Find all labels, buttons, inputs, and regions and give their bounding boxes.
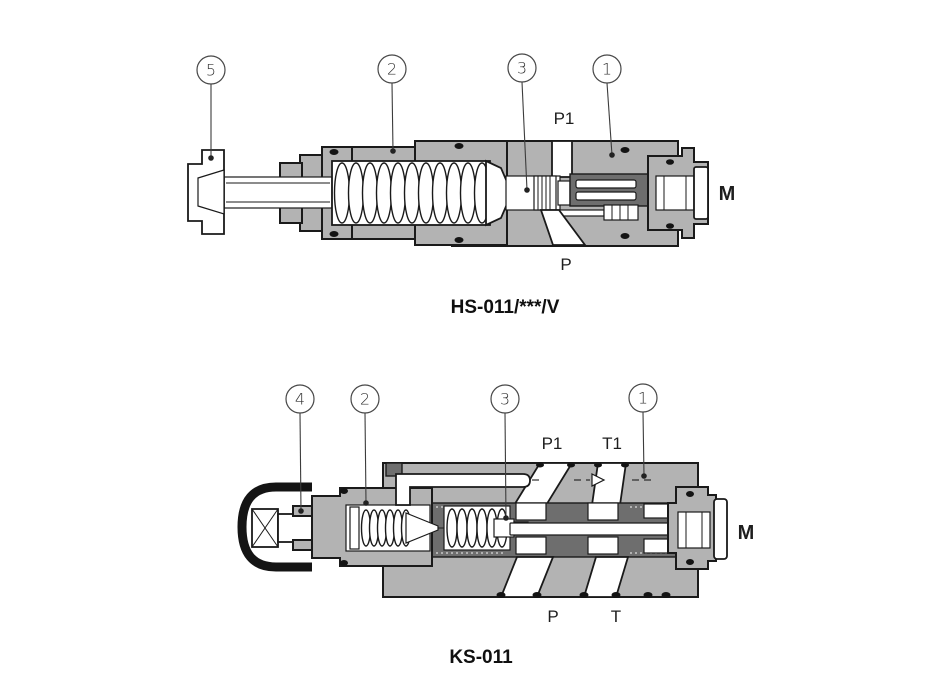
hs-callout-5: 5 [196, 55, 226, 161]
balloon-circle [350, 384, 380, 414]
balloon-circle [592, 54, 622, 84]
hs-o-ring-seals [329, 143, 674, 243]
hs-callouts: 5 2 3 1 [196, 53, 622, 193]
ks-spool-rod [509, 522, 671, 536]
hs-p1-channel [551, 140, 573, 178]
balloon-number: 5 [206, 61, 216, 80]
balloon-circle [196, 55, 226, 85]
ks-cone-poppet [405, 512, 439, 544]
balloon-circle [377, 54, 407, 84]
balloon-circle [507, 53, 537, 83]
balloon-number: 3 [500, 390, 510, 409]
hs-port-m-label: M [719, 183, 736, 205]
ks-plug-cap-ring [713, 498, 728, 560]
ks-port-t-label: T [611, 607, 621, 626]
ks-adjust-screw-cross [251, 508, 279, 548]
ks-valve-body [237, 462, 728, 598]
hs-piston [533, 175, 557, 211]
balloon-circle [285, 384, 315, 414]
hs-caption: HS-011/***/V [451, 297, 560, 318]
hs-callout-1: 1 [592, 54, 622, 158]
hs-knob-cone [197, 169, 225, 215]
hs-piston-rings [537, 176, 551, 210]
ks-callout-1: 1 [628, 383, 658, 479]
hs-port-p1-label: P1 [554, 109, 575, 128]
balloon-number: 4 [295, 390, 305, 409]
hs-pilot-sleeve [569, 173, 649, 207]
hs-check-valve [603, 204, 639, 221]
hs-pilot-drilling-top [575, 179, 637, 189]
ks-diagram: 4 2 3 1 P1 T1 P T [237, 383, 755, 668]
ks-sleeve-windows [515, 502, 671, 555]
hs-spool-collar [557, 180, 571, 206]
hs-valve-body [187, 140, 709, 247]
ks-spring-plate [349, 506, 360, 550]
ks-port-p1-label: P1 [542, 434, 563, 453]
hs-plug-socket [655, 175, 695, 211]
ks-callouts: 4 2 3 1 [285, 383, 658, 521]
ks-pilot-pocket [591, 473, 606, 487]
hs-check-valve-lines [611, 205, 629, 220]
ks-caption: KS-011 [449, 647, 513, 668]
ks-callout-4: 4 [285, 384, 315, 514]
ks-body-notch [385, 462, 403, 477]
balloon-number: 3 [517, 59, 527, 78]
hs-port-p-label: P [560, 255, 571, 274]
ks-pilot-channel [395, 473, 531, 506]
hs-plug-cap-ring [693, 166, 709, 220]
balloon-number: 2 [387, 60, 397, 79]
balloon-circle [628, 383, 658, 413]
balloon-number: 1 [602, 60, 612, 79]
ks-port-m-label: M [738, 522, 755, 544]
ks-port-p-label: P [547, 607, 558, 626]
hs-callout-3: 3 [507, 53, 537, 193]
ks-adjust-spring [360, 509, 412, 547]
balloon-circle [490, 384, 520, 414]
ks-o-ring-seals [340, 462, 694, 598]
hs-p-channel [539, 209, 587, 246]
ks-callout-3: 3 [490, 384, 520, 521]
hs-pilot-drilling-bottom [575, 191, 637, 201]
hs-adjust-stem [223, 176, 333, 209]
ks-callout-2: 2 [350, 384, 380, 506]
ks-plug-socket [677, 511, 711, 549]
balloon-number: 2 [360, 390, 370, 409]
hs-coil-spring [333, 162, 491, 224]
balloon-number: 1 [638, 389, 648, 408]
hs-diagram: 5 2 3 1 P1 P M [187, 53, 736, 318]
ks-port-t1-label: T1 [602, 434, 622, 453]
hs-callout-2: 2 [377, 54, 407, 154]
